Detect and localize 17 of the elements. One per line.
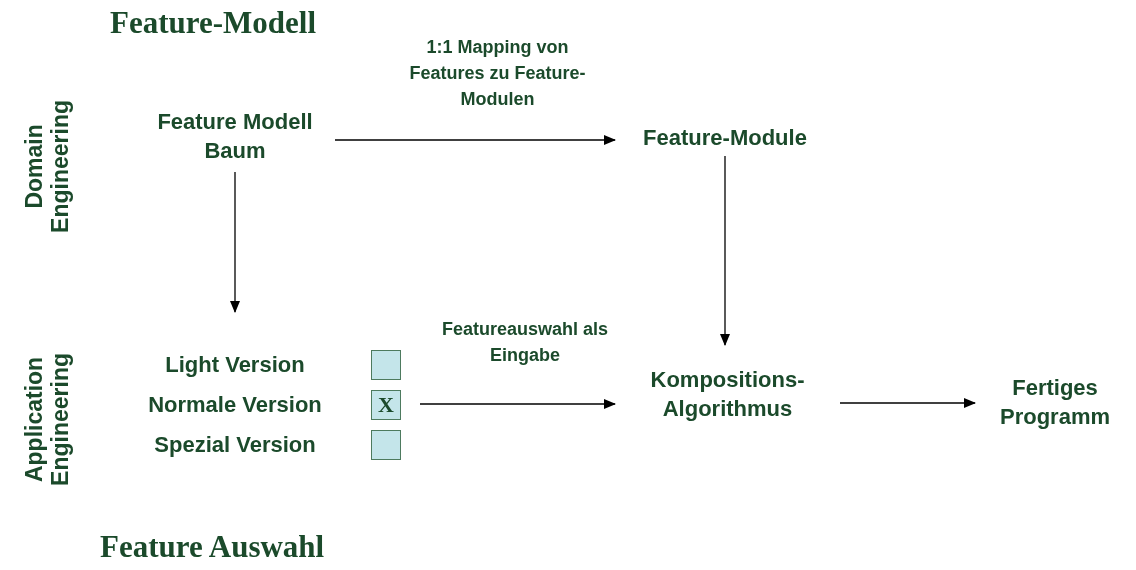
option-label: Normale Version <box>147 394 323 419</box>
section-heading: Feature-Modell <box>110 4 317 42</box>
section-heading: Feature Auswahl <box>100 528 325 566</box>
arrow <box>839 398 976 408</box>
node-text: Feature-Module <box>643 124 807 152</box>
check-mark: X <box>378 394 394 416</box>
arrow <box>230 171 240 313</box>
option-label: Spezial Version <box>153 434 317 459</box>
phase-label: Application Engineering <box>20 352 74 488</box>
option-label: Light Version <box>164 354 306 379</box>
node-text: Feature Modell Baum <box>156 108 314 165</box>
node-text: Kompositions- Algorithmus <box>649 366 806 423</box>
arrow <box>720 155 730 346</box>
arrow <box>334 135 616 145</box>
node-text: Fertiges Programm <box>998 374 1111 431</box>
phase-label: Domain Engineering <box>20 99 74 235</box>
arrow <box>419 399 616 409</box>
